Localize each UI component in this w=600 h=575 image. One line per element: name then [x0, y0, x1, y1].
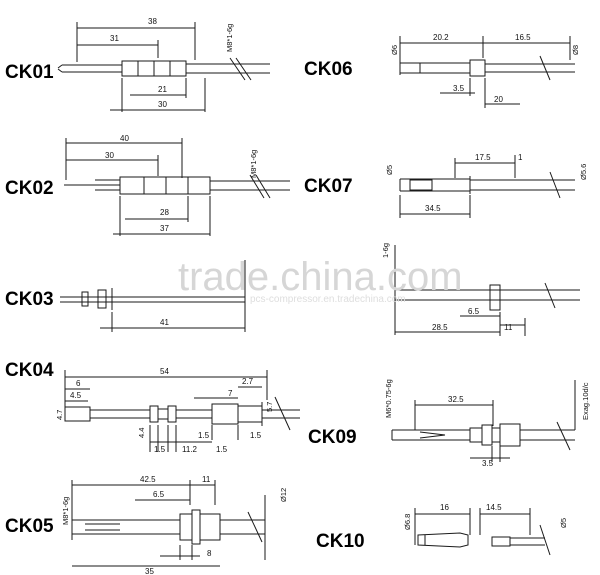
drawing-ck02 [64, 138, 290, 236]
dim-ck10-2: 16 [440, 503, 449, 512]
dim-ck05-6: 8 [207, 549, 212, 558]
dim-ck01-3: M8*1-6g [225, 24, 234, 52]
dim-ck05-4: 6.5 [153, 490, 165, 499]
dim-ck08-3: 28.5 [432, 323, 448, 332]
drawing-ck03 [60, 260, 245, 332]
drawing-ck05 [72, 480, 265, 566]
dim-ck02-5: 37 [160, 224, 169, 233]
drawing-ck04 [65, 370, 300, 452]
dim-ck06-6: 20 [494, 95, 503, 104]
drawing-ck09 [392, 380, 575, 462]
part-ck04: CK04 [5, 360, 300, 454]
dim-ck06-1: Ø6 [390, 45, 399, 55]
dim-ck08-2: 6.5 [468, 307, 480, 316]
part-label-ck01: CK01 [5, 62, 54, 83]
dim-ck04-1: 54 [160, 367, 169, 376]
dim-ck09-2: 32.5 [448, 395, 464, 404]
dim-ck04-13: 1.5 [216, 445, 228, 454]
dim-ck09-1: M6*0.75-6g [384, 379, 393, 418]
part-label-ck07: CK07 [304, 176, 353, 197]
dim-ck01-5: 30 [158, 100, 167, 109]
dim-ck10-1: Ø6.8 [403, 514, 412, 530]
dim-ck06-5: 3.5 [453, 84, 465, 93]
drawing-ck08 [395, 245, 580, 336]
drawing-ck10 [415, 508, 550, 555]
dim-ck09-4: 3.5 [482, 459, 494, 468]
dim-ck05-2: 42.5 [140, 475, 156, 484]
part-label-ck02: CK02 [5, 178, 54, 199]
dim-ck01-2: 31 [110, 34, 119, 43]
part-ck08: 1-6g 6.5 28.5 11 [381, 243, 580, 336]
dim-ck02-3: M8*1-6g [249, 150, 258, 178]
part-label-ck09: CK09 [308, 427, 357, 448]
dim-ck10-3: 14.5 [486, 503, 502, 512]
dim-ck08-1: 1-6g [381, 243, 390, 258]
drawing-ck07 [400, 155, 575, 218]
watermark-subtext: pcs-compressor.en.tradechina.com [250, 294, 406, 305]
dim-ck06-2: 20.2 [433, 33, 449, 42]
dim-ck05-5: Ø12 [279, 488, 288, 502]
part-ck06: CK06 Ø6 20.2 16.5 [304, 33, 580, 108]
part-ck09: CK09 M6*0 [308, 379, 590, 468]
part-ck05: CK05 [5, 475, 288, 575]
part-ck01: CK01 [5, 17, 270, 112]
dim-ck04-4: 4.5 [70, 391, 82, 400]
drawing-ck06 [400, 36, 575, 108]
dim-ck04-10: 1.5 [250, 431, 262, 440]
dim-ck04-6: 5.7 [265, 402, 274, 412]
dim-ck03-1: 41 [160, 318, 169, 327]
watermark-text: trade.china.com [178, 255, 463, 299]
part-label-ck03: CK03 [5, 289, 54, 310]
drawing-ck01 [58, 22, 270, 112]
dim-ck02-2: 30 [105, 151, 114, 160]
dim-ck07-4: Ø5.6 [579, 164, 588, 180]
dim-ck06-3: 16.5 [515, 33, 531, 42]
dim-ck04-2: 6 [76, 379, 81, 388]
dim-ck04-3: 2.7 [242, 377, 254, 386]
part-ck02: CK02 [5, 134, 290, 236]
dim-ck04-9: 1.5 [198, 431, 210, 440]
part-ck10: CK10 Ø6.8 16 14.5 Ø5 [316, 503, 568, 555]
dim-ck05-3: 11 [202, 475, 211, 484]
dim-ck04-11: 1.5 [154, 445, 166, 454]
dim-ck07-1: Ø5 [385, 165, 394, 175]
dim-ck07-2: 17.5 [475, 153, 491, 162]
part-ck03: CK03 41 [5, 260, 245, 332]
part-label-ck04: CK04 [5, 360, 54, 381]
dim-ck01-1: 38 [148, 17, 157, 26]
dim-ck08-4: 11 [504, 323, 513, 332]
dim-ck09-3: Exag.10d/c [581, 382, 590, 420]
dim-ck01-4: 21 [158, 85, 167, 94]
dim-ck04-12: 11.2 [182, 445, 198, 454]
part-label-ck05: CK05 [5, 516, 54, 537]
dim-ck10-4: Ø5 [559, 518, 568, 528]
dim-ck05-7: 35 [145, 567, 154, 575]
part-label-ck10: CK10 [316, 531, 365, 552]
part-ck07: CK07 Ø5 17.5 1 Ø5.6 34.5 [304, 153, 588, 218]
dim-ck04-8: 4.4 [137, 428, 146, 438]
dim-ck02-4: 28 [160, 208, 169, 217]
dim-ck02-1: 40 [120, 134, 129, 143]
dim-ck05-1: M8*1-6g [61, 497, 70, 525]
part-label-ck06: CK06 [304, 59, 353, 80]
dim-ck04-7: 4.7 [55, 410, 64, 420]
dim-ck07-3: 1 [518, 153, 523, 162]
dim-ck07-5: 34.5 [425, 204, 441, 213]
dim-ck06-4: Ø8 [571, 45, 580, 55]
dim-ck04-5: 7 [228, 389, 233, 398]
